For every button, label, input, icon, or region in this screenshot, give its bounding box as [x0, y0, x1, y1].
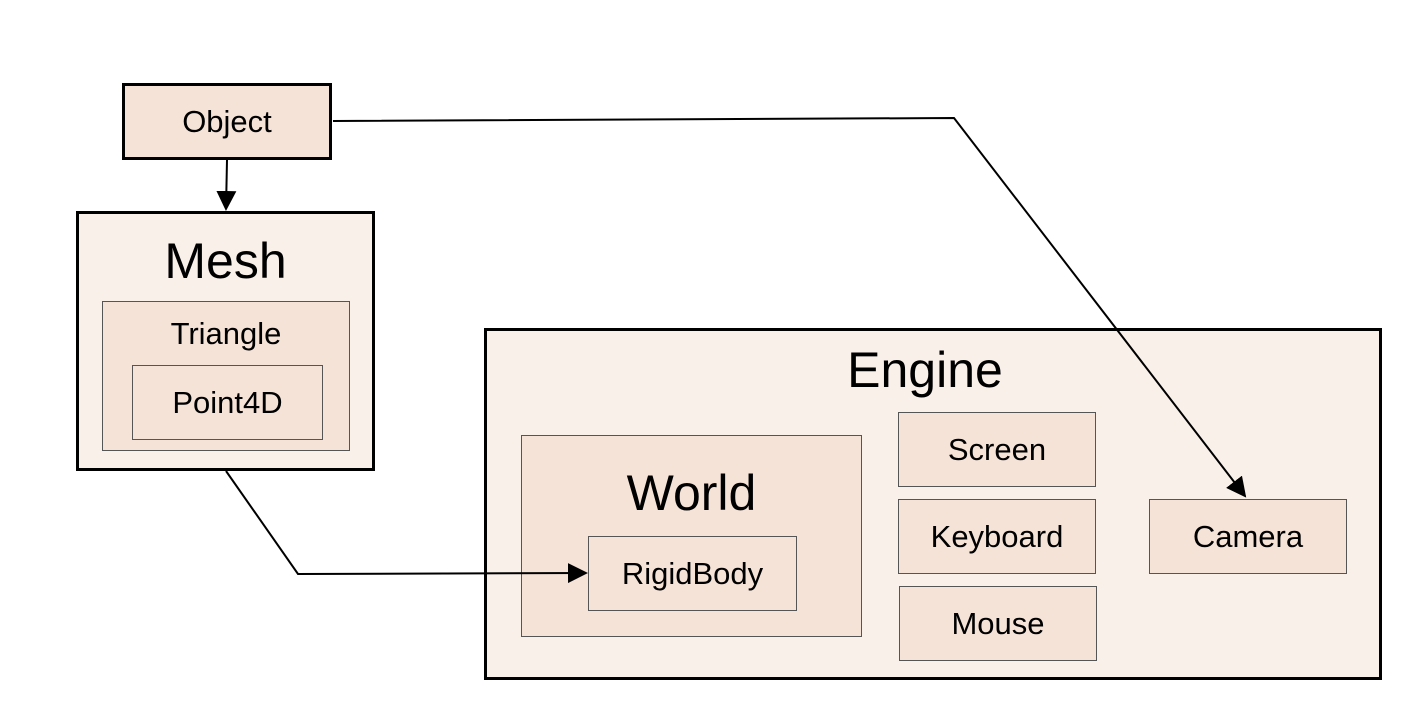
camera-label: Camera	[1192, 519, 1304, 554]
camera-node: Camera	[1149, 499, 1347, 574]
world-label: World	[626, 465, 757, 521]
rigidbody-node: RigidBody	[588, 536, 797, 611]
object-node: Object	[122, 83, 332, 160]
object-to-mesh-arrow	[216, 159, 237, 211]
screen-label: Screen	[947, 432, 1047, 467]
screen-node: Screen	[898, 412, 1096, 487]
triangle-label: Triangle	[170, 316, 282, 351]
mouse-label: Mouse	[951, 606, 1045, 641]
mouse-node: Mouse	[899, 586, 1097, 661]
rigidbody-label: RigidBody	[621, 556, 764, 591]
keyboard-node: Keyboard	[898, 499, 1096, 574]
object-label: Object	[182, 104, 272, 139]
keyboard-label: Keyboard	[930, 519, 1064, 554]
point4d-node: Point4D	[132, 365, 323, 440]
mesh-label: Mesh	[164, 233, 287, 289]
point4d-label: Point4D	[172, 385, 283, 420]
engine-label: Engine	[847, 342, 1003, 398]
